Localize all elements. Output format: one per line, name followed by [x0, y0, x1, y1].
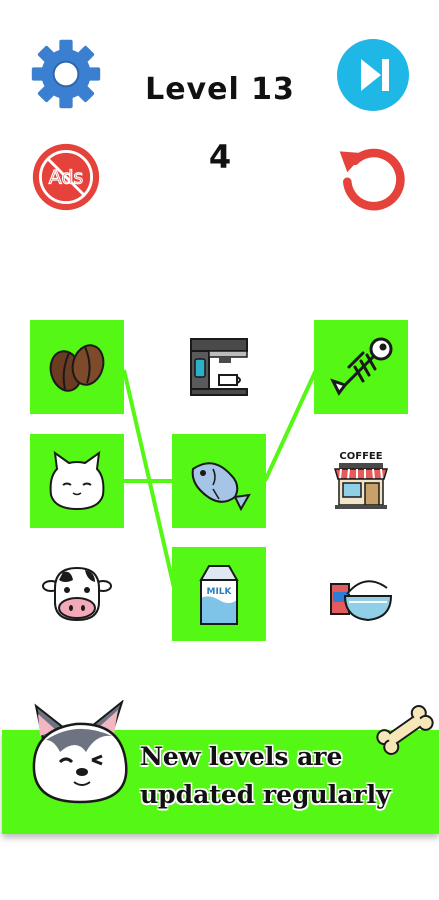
cell-espresso-machine[interactable]: [172, 320, 266, 414]
no-ads-button[interactable]: Ads: [30, 141, 106, 217]
fish-bone-icon: [330, 337, 393, 396]
cereal-bowl-icon: [330, 580, 393, 622]
cell-cow[interactable]: [30, 547, 124, 641]
no-ads-label: Ads: [49, 167, 84, 189]
bone-icon: [376, 705, 434, 755]
cow-icon: [42, 566, 112, 622]
coffee-beans-icon: [49, 344, 105, 392]
banner-line-2: updated regularly: [140, 780, 391, 809]
banner-message: New levels are updated regularly: [140, 738, 430, 814]
cat-icon: [49, 450, 105, 511]
cell-cat[interactable]: [30, 434, 124, 528]
connection-line: [263, 369, 318, 482]
cell-coffee-beans[interactable]: [30, 320, 124, 414]
level-title: Level 13: [145, 72, 295, 107]
husky-icon: [32, 699, 128, 804]
restart-button[interactable]: [334, 140, 410, 216]
skip-level-button[interactable]: [335, 37, 411, 113]
bone-decoration: [374, 702, 436, 758]
no-ads-icon: Ads: [32, 143, 100, 211]
connection-line: [122, 369, 177, 593]
gear-icon: [31, 39, 101, 109]
coffee-shop-sign: COFFEE: [339, 451, 382, 462]
cell-milk-carton[interactable]: MILK: [172, 547, 266, 641]
husky-mascot: [26, 699, 138, 806]
cell-fish[interactable]: [172, 434, 266, 528]
skip-forward-icon: [337, 39, 409, 111]
settings-button[interactable]: [28, 36, 104, 112]
cell-coffee-shop[interactable]: COFFEE: [314, 434, 408, 528]
restart-icon: [339, 148, 405, 211]
espresso-machine-icon: [190, 338, 248, 396]
moves-counter: 4: [208, 138, 232, 176]
banner-line-1: New levels are: [140, 742, 343, 771]
cell-fish-bone[interactable]: [314, 320, 408, 414]
fish-icon: [191, 462, 251, 512]
milk-carton-icon: MILK: [199, 565, 239, 625]
cell-cereal-bowl[interactable]: [314, 547, 408, 641]
milk-label: MILK: [206, 587, 232, 597]
coffee-shop-icon: COFFEE: [333, 451, 389, 509]
